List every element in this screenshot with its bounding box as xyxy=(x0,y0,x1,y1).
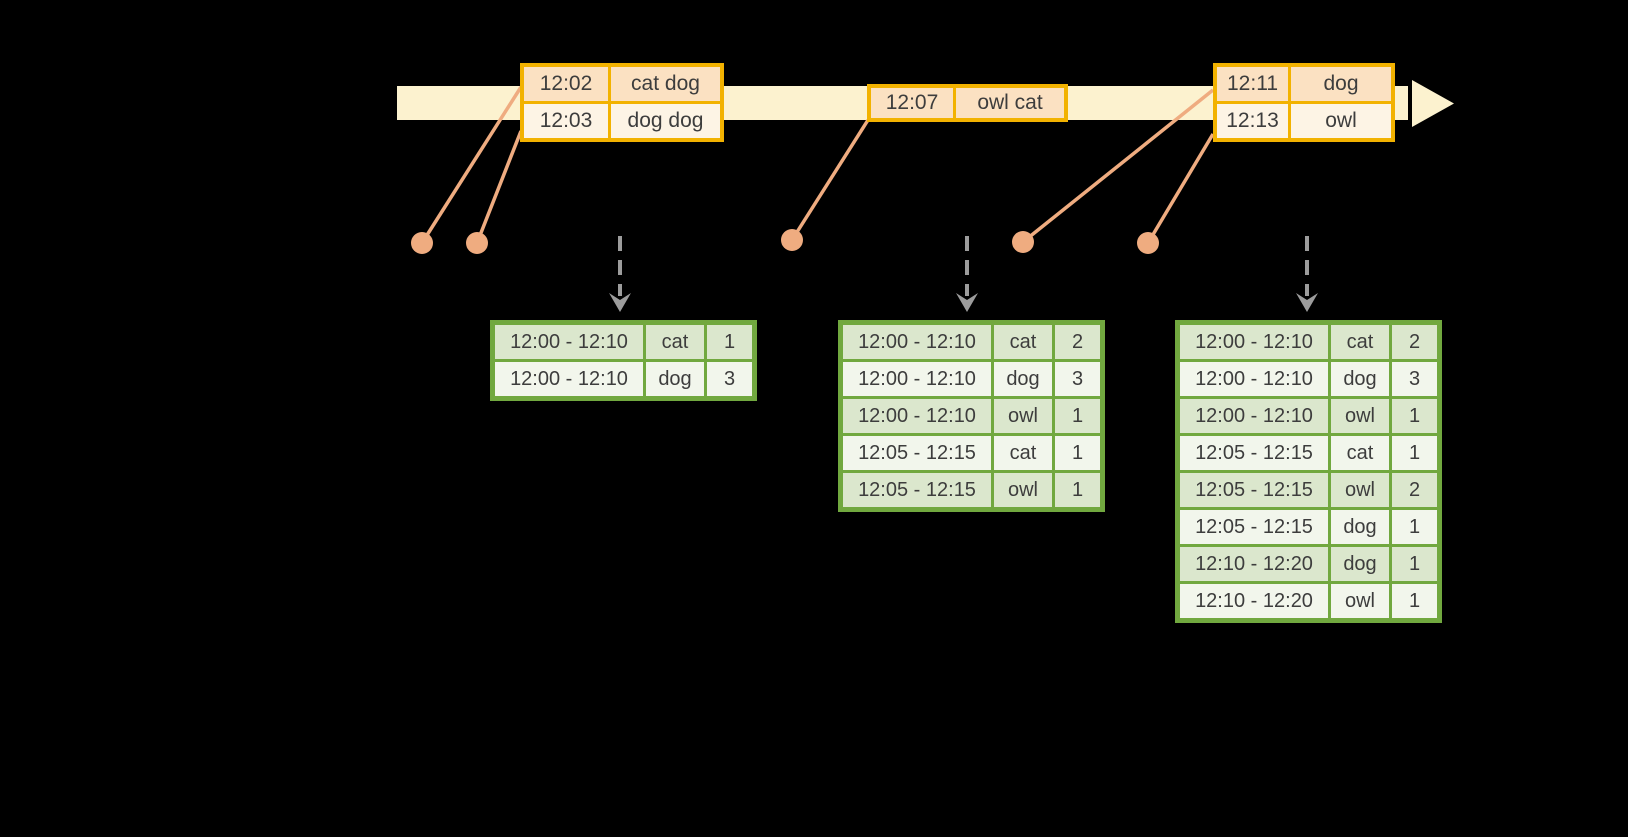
result-table-3: 12:00 - 12:10 cat 2 12:00 - 12:10 dog 3 … xyxy=(1175,320,1442,623)
window-cell: 12:00 - 12:10 xyxy=(843,362,991,396)
event-time-cell: 12:13 xyxy=(1217,104,1288,138)
count-cell: 1 xyxy=(707,325,752,359)
event-time-cell: 12:03 xyxy=(524,104,608,138)
count-cell: 3 xyxy=(1055,362,1100,396)
count-cell: 2 xyxy=(1055,325,1100,359)
window-cell: 12:00 - 12:10 xyxy=(843,399,991,433)
event-time-cell: 12:07 xyxy=(871,88,953,118)
count-cell: 1 xyxy=(1055,436,1100,470)
event-connector-line xyxy=(790,119,870,241)
event-dot-icon xyxy=(1137,232,1159,254)
count-cell: 1 xyxy=(1055,473,1100,507)
window-cell: 12:10 - 12:20 xyxy=(1180,547,1328,581)
trigger-arrow-icon xyxy=(1296,236,1318,312)
window-cell: 12:05 - 12:15 xyxy=(1180,473,1328,507)
word-cell: owl xyxy=(994,473,1052,507)
word-cell: dog xyxy=(994,362,1052,396)
window-cell: 12:05 - 12:15 xyxy=(843,473,991,507)
count-cell: 1 xyxy=(1392,547,1437,581)
event-time-cell: 12:11 xyxy=(1217,67,1288,101)
event-table-3: 12:11 dog 12:13 owl xyxy=(1213,63,1395,142)
event-words-cell: dog dog xyxy=(611,104,720,138)
event-words-cell: owl xyxy=(1291,104,1391,138)
word-cell: cat xyxy=(646,325,704,359)
window-cell: 12:10 - 12:20 xyxy=(1180,584,1328,618)
word-cell: dog xyxy=(646,362,704,396)
count-cell: 1 xyxy=(1392,436,1437,470)
window-cell: 12:05 - 12:15 xyxy=(843,436,991,470)
word-cell: cat xyxy=(1331,436,1389,470)
trigger-arrow-icon xyxy=(609,236,631,312)
count-cell: 2 xyxy=(1392,325,1437,359)
count-cell: 3 xyxy=(707,362,752,396)
window-cell: 12:05 - 12:15 xyxy=(1180,510,1328,544)
event-connector-line xyxy=(1021,88,1215,244)
window-cell: 12:00 - 12:10 xyxy=(1180,325,1328,359)
word-cell: owl xyxy=(1331,584,1389,618)
count-cell: 3 xyxy=(1392,362,1437,396)
event-connector-line xyxy=(420,86,523,244)
trigger-arrow-icon xyxy=(956,236,978,312)
count-cell: 1 xyxy=(1392,399,1437,433)
word-cell: owl xyxy=(1331,473,1389,507)
result-table-2: 12:00 - 12:10 cat 2 12:00 - 12:10 dog 3 … xyxy=(838,320,1105,512)
window-cell: 12:00 - 12:10 xyxy=(495,362,643,396)
count-cell: 2 xyxy=(1392,473,1437,507)
event-words-cell: owl cat xyxy=(956,88,1064,118)
word-cell: cat xyxy=(994,325,1052,359)
word-cell: cat xyxy=(1331,325,1389,359)
event-dot-icon xyxy=(1012,231,1034,253)
word-cell: dog xyxy=(1331,547,1389,581)
word-cell: owl xyxy=(1331,399,1389,433)
word-cell: cat xyxy=(994,436,1052,470)
window-cell: 12:05 - 12:15 xyxy=(1180,436,1328,470)
event-time-cell: 12:02 xyxy=(524,67,608,101)
event-table-2: 12:07 owl cat xyxy=(867,84,1068,122)
event-dot-icon xyxy=(466,232,488,254)
event-dot-icon xyxy=(411,232,433,254)
word-cell: dog xyxy=(1331,362,1389,396)
timeline-arrowhead-icon xyxy=(1412,80,1454,127)
count-cell: 1 xyxy=(1392,510,1437,544)
event-connector-line xyxy=(475,130,523,244)
event-connector-line xyxy=(1146,133,1215,244)
event-words-cell: cat dog xyxy=(611,67,720,101)
word-cell: dog xyxy=(1331,510,1389,544)
event-dot-icon xyxy=(781,229,803,251)
window-cell: 12:00 - 12:10 xyxy=(1180,362,1328,396)
event-words-cell: dog xyxy=(1291,67,1391,101)
count-cell: 1 xyxy=(1055,399,1100,433)
result-table-1: 12:00 - 12:10 cat 1 12:00 - 12:10 dog 3 xyxy=(490,320,757,401)
word-cell: owl xyxy=(994,399,1052,433)
window-cell: 12:00 - 12:10 xyxy=(1180,399,1328,433)
count-cell: 1 xyxy=(1392,584,1437,618)
window-cell: 12:00 - 12:10 xyxy=(495,325,643,359)
window-cell: 12:00 - 12:10 xyxy=(843,325,991,359)
event-table-1: 12:02 cat dog 12:03 dog dog xyxy=(520,63,724,142)
